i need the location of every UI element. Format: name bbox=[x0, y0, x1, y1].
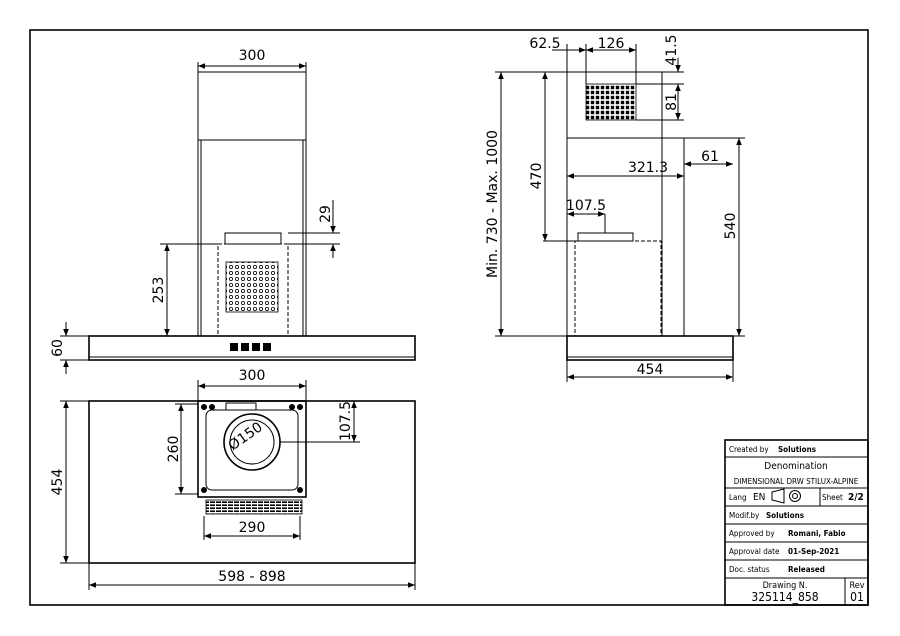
dim-front-top-gap: 29 bbox=[318, 205, 334, 223]
tb-rev-label: Rev bbox=[850, 581, 865, 591]
top-view: Ø150 300 260 107.5 290 454 598 - 898 bbox=[50, 368, 416, 590]
dim-side-back-61: 61 bbox=[701, 149, 719, 165]
sheet-border bbox=[29, 29, 869, 606]
dim-top-total-width: 598 - 898 bbox=[218, 569, 285, 585]
tb-approval-date-label: Approval date bbox=[729, 547, 780, 556]
dim-side-height-540: 540 bbox=[723, 213, 739, 240]
tb-approved-value: Romani, Fabio bbox=[788, 529, 846, 538]
title-block: Created by Solutions Denomination DIMENS… bbox=[724, 439, 869, 606]
tb-modif-value: Solutions bbox=[766, 511, 804, 520]
front-grille bbox=[225, 261, 279, 313]
tb-sheet-value: 2/2 bbox=[848, 492, 864, 503]
tb-rev-value: 01 bbox=[850, 590, 864, 604]
dim-side-total-height: Min. 730 - Max. 1000 bbox=[485, 130, 501, 278]
tb-approval-date-value: 01-Sep-2021 bbox=[788, 547, 839, 556]
side-view: 62.5 126 41.5 81 Min. 730 - Max. 1000 47… bbox=[485, 34, 745, 382]
dim-side-grille-height: 81 bbox=[664, 93, 680, 111]
tb-denomination-label: Denomination bbox=[764, 461, 827, 472]
dim-side-top-width: 126 bbox=[598, 36, 625, 52]
tb-sheet-label: Sheet bbox=[822, 493, 843, 502]
front-chimney-upper bbox=[197, 71, 307, 141]
dim-top-offset: 107.5 bbox=[338, 401, 354, 441]
dim-top-depth: 260 bbox=[166, 436, 182, 463]
dim-top-width: 300 bbox=[239, 368, 266, 384]
tb-approved-label: Approved by bbox=[729, 529, 775, 538]
dim-side-left-offset: 62.5 bbox=[529, 36, 560, 52]
dim-front-hood-height: 60 bbox=[50, 339, 66, 357]
tb-drawing-value: 325114_858 bbox=[751, 590, 818, 604]
dim-side-top-height: 41.5 bbox=[664, 34, 680, 65]
top-chimney bbox=[197, 400, 307, 498]
tb-denomination-value: DIMENSIONAL DRW STILUX-ALPINE bbox=[734, 477, 859, 486]
tb-created-value: Solutions bbox=[778, 445, 816, 454]
dim-top-bottom-width: 290 bbox=[239, 520, 266, 536]
side-hood bbox=[566, 335, 734, 361]
dim-side-depth-321: 321.3 bbox=[628, 160, 668, 176]
side-grille bbox=[585, 83, 637, 121]
dim-side-inner-107: 107.5 bbox=[566, 198, 606, 214]
tb-doc-status-label: Doc. status bbox=[729, 565, 770, 574]
tb-doc-status-value: Released bbox=[788, 565, 825, 574]
tb-modif-label: Modif.by bbox=[729, 511, 760, 520]
front-hood bbox=[88, 335, 416, 361]
top-filter-slots bbox=[205, 499, 303, 515]
dim-front-width: 300 bbox=[239, 48, 266, 64]
tb-created-label: Created by bbox=[729, 445, 769, 454]
dim-side-height-470: 470 bbox=[529, 163, 545, 190]
front-motor-box bbox=[217, 243, 289, 337]
front-view: 300 253 29 60 bbox=[50, 48, 416, 374]
front-controls bbox=[230, 343, 271, 351]
dim-side-total-depth: 454 bbox=[637, 362, 664, 378]
tb-lang-value: EN bbox=[753, 492, 765, 503]
dim-top-total-depth: 454 bbox=[50, 469, 66, 496]
dim-front-inner-height: 253 bbox=[151, 277, 167, 304]
dim-top-diameter: Ø150 bbox=[226, 419, 266, 454]
projection-symbol-icon bbox=[771, 488, 801, 504]
tb-lang-label: Lang bbox=[729, 493, 747, 502]
tb-drawing-label: Drawing N. bbox=[763, 581, 808, 591]
